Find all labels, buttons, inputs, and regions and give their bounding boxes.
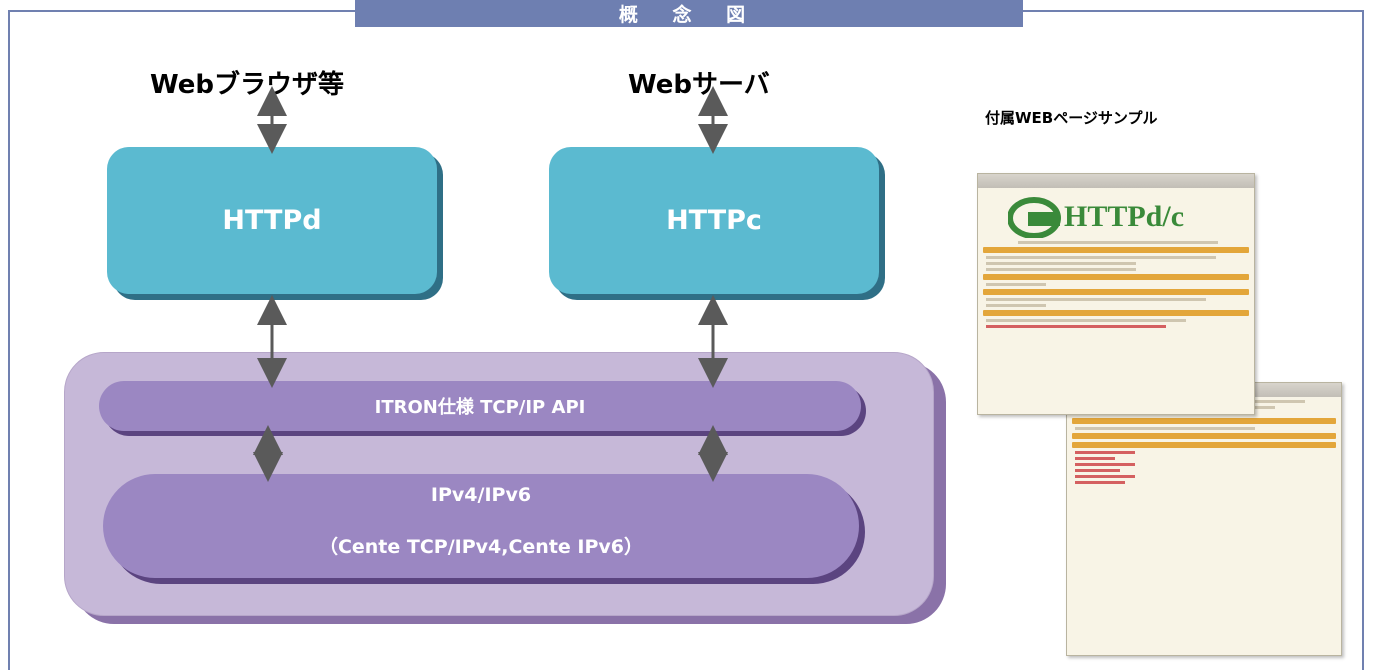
sample-page-screenshot-2 [1066,382,1342,656]
api-layer: ITRON仕様 TCP/IP API [99,381,861,431]
browser-label: Webブラウザ等 [150,70,344,100]
ip-layer-title: IPv4/IPv6 [430,483,532,506]
sample-logo-text: HTTPd/c [1064,200,1185,233]
diagram-title: 概 念 図 [355,0,1023,27]
sample-logo: HTTPd/c [1008,196,1254,238]
ip-layer: IPv4/IPv6 （Cente TCP/IPv4,Cente IPv6） [103,474,859,578]
httpd-box: HTTPd [107,147,437,294]
cente-logo-icon [1008,197,1061,238]
httpd-label: HTTPd [222,205,322,236]
sample-pages-title: 付属WEBページサンプル [985,109,1158,127]
httpc-box: HTTPc [549,147,879,294]
ip-layer-subtitle: （Cente TCP/IPv4,Cente IPv6） [318,535,644,558]
httpc-label: HTTPc [666,205,762,236]
sample-page-screenshot-1: HTTPd/c [977,173,1255,415]
api-layer-label: ITRON仕様 TCP/IP API [374,397,586,418]
